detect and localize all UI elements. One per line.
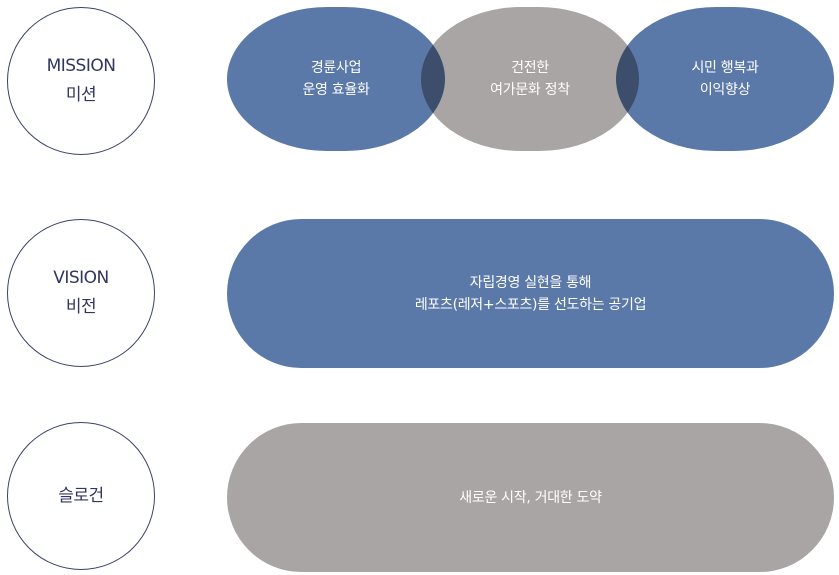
mission-item-line: 건전한 — [511, 60, 549, 76]
mission-item-line: 경륜사업 — [310, 60, 362, 76]
vision-pill: 자립경영 실현을 통해 레포츠(레저+스포츠)를 선도하는 공기업 — [227, 219, 834, 368]
mission-circle: MISSION 미션 — [7, 7, 155, 155]
mission-item-line: 시민 행복과 — [691, 60, 759, 76]
mission-shape-1 — [227, 7, 445, 151]
mission-item-line: 여가문화 정착 — [490, 82, 570, 98]
slogan-pill: 새로운 시작, 거대한 도약 — [227, 423, 834, 572]
vision-circle: VISION 비전 — [7, 219, 155, 367]
slogan-text: 새로운 시작, 거대한 도약 — [459, 489, 602, 506]
vision-line-2: 레포츠(레저+스포츠)를 선도하는 공기업 — [414, 296, 647, 313]
slogan-circle: 슬로건 — [7, 422, 155, 570]
vision-line-1: 자립경영 실현을 통해 — [469, 274, 592, 291]
mission-label-en: MISSION — [46, 56, 116, 76]
mission-item-line: 운영 효율화 — [302, 82, 370, 98]
mission-shape-3 — [616, 7, 834, 151]
mission-item-2: 건전한 여가문화 정착 — [421, 7, 639, 151]
mission-shape-2 — [421, 7, 639, 151]
mission-item-line: 이익향상 — [699, 82, 751, 98]
mission-item-1: 경륜사업 운영 효율화 — [227, 7, 445, 151]
mission-item-3: 시민 행복과 이익향상 — [616, 7, 834, 151]
mission-label-ko: 미션 — [65, 85, 97, 105]
vision-label-en: VISION — [53, 268, 109, 288]
vision-label-ko: 비전 — [65, 297, 97, 317]
slogan-label-ko: 슬로건 — [58, 485, 104, 506]
